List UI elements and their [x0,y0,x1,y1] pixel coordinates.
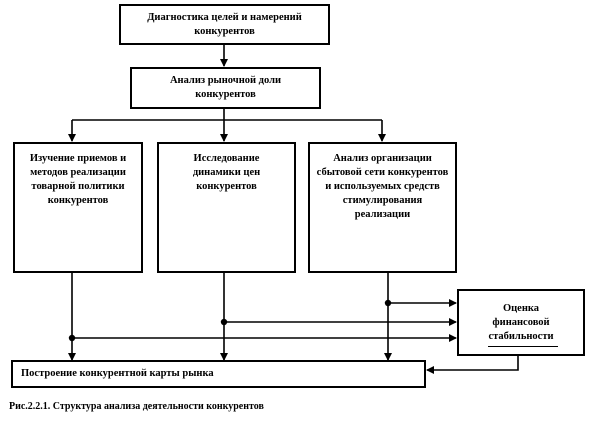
node-pricing-methods-label: Изучение приемов и методов реализации то… [29,153,127,206]
arrow-finance-to-map [426,356,519,374]
node-market-share-label: Анализ рыночной доли конкурентов [169,75,282,100]
node-diagnostics-label: Диагностика целей и намерений конкуренто… [147,11,302,37]
node-sales-network-label: Анализ организации сбытовой сети конкуре… [316,153,449,220]
node-financial-stability-label: Оценка финансовой стабильности [488,302,554,342]
node-sales-network: Анализ организации сбытовой сети конкуре… [308,142,457,273]
node-financial-stability: Оценка финансовой стабильности [457,289,585,356]
decorative-underline [488,346,558,347]
node-competitive-map-label: Построение конкурентной карты рынка [21,368,214,379]
junction-dot [220,318,228,326]
junction-dot [384,299,392,307]
figure-caption: Рис.2.2.1. Структура анализа деятельност… [9,401,264,412]
node-price-dynamics: Исследование динамики цен конкурентов [157,142,296,273]
junction-dot [68,334,76,342]
node-pricing-methods: Изучение приемов и методов реализации то… [13,142,143,273]
node-competitive-map: Построение конкурентной карты рынка [11,360,426,388]
node-diagnostics: Диагностика целей и намерений конкуренто… [119,4,330,45]
node-market-share: Анализ рыночной доли конкурентов [130,67,321,109]
node-price-dynamics-label: Исследование динамики цен конкурентов [192,153,261,192]
